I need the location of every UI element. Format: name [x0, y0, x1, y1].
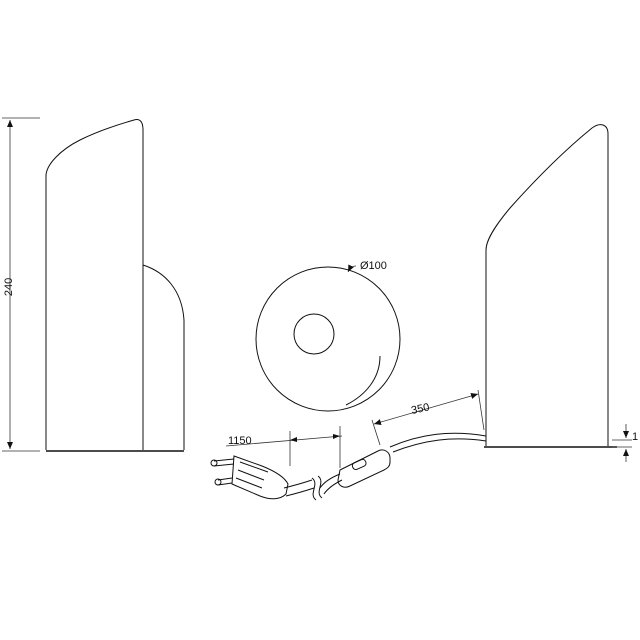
- diameter-label: Ø100: [360, 260, 387, 272]
- plug-pin-upper: [213, 458, 235, 462]
- switch-distance-dimension: 350: [371, 389, 485, 446]
- power-cable: [283, 432, 487, 501]
- switch-dim-line: [373, 393, 479, 425]
- cable-dim-arrow-right: [333, 434, 340, 439]
- plug-pin-lower-b: [217, 482, 233, 486]
- cable-dim-line: [225, 435, 343, 447]
- cable-upper-a: [389, 432, 487, 448]
- cable-mid-a: [319, 473, 341, 489]
- plug-pin-upper-b: [213, 463, 235, 467]
- lamp-front-outline: [45, 119, 144, 450]
- switch-button: [351, 458, 367, 471]
- top-view-inner-circle: [293, 313, 335, 355]
- switch-body: [337, 449, 391, 488]
- lamp-front-view: [45, 119, 185, 452]
- switch-dim-ext-left: [371, 419, 381, 446]
- cable-upper-b: [392, 438, 487, 453]
- cable-lower-a: [283, 479, 313, 489]
- plug-grip-lines: [235, 461, 269, 489]
- lamp-side-outline: [485, 124, 609, 446]
- lamp-front-inner-edge: [142, 264, 185, 450]
- top-view-arc: [345, 355, 381, 406]
- lamp-side-view: 1: [484, 124, 638, 462]
- cable-lower-b: [285, 487, 315, 497]
- switch-dim-ext-right: [477, 389, 485, 431]
- offset-label: 1: [632, 431, 638, 443]
- switch-distance-label: 350: [410, 401, 430, 417]
- top-view-outer-circle: [255, 266, 401, 412]
- inline-switch: [337, 449, 391, 488]
- plug-body: [231, 455, 289, 500]
- cable-mid-b: [323, 479, 343, 495]
- cable-break-b: [311, 477, 317, 501]
- plug-pin-upper-tip: [210, 459, 218, 467]
- euro-plug: [210, 455, 289, 500]
- plug-pin-lower-tip: [214, 478, 222, 486]
- height-dimension: 240: [2, 117, 40, 452]
- cable-length-label: 1150: [228, 435, 252, 447]
- cable-dim-arrow-left: [290, 437, 297, 442]
- cable-break-a: [317, 475, 323, 499]
- cable-length-dimension: 1150: [225, 426, 343, 468]
- height-label: 240: [3, 278, 15, 296]
- lamp-top-view: Ø100: [255, 260, 401, 412]
- diameter-leader: [347, 264, 357, 273]
